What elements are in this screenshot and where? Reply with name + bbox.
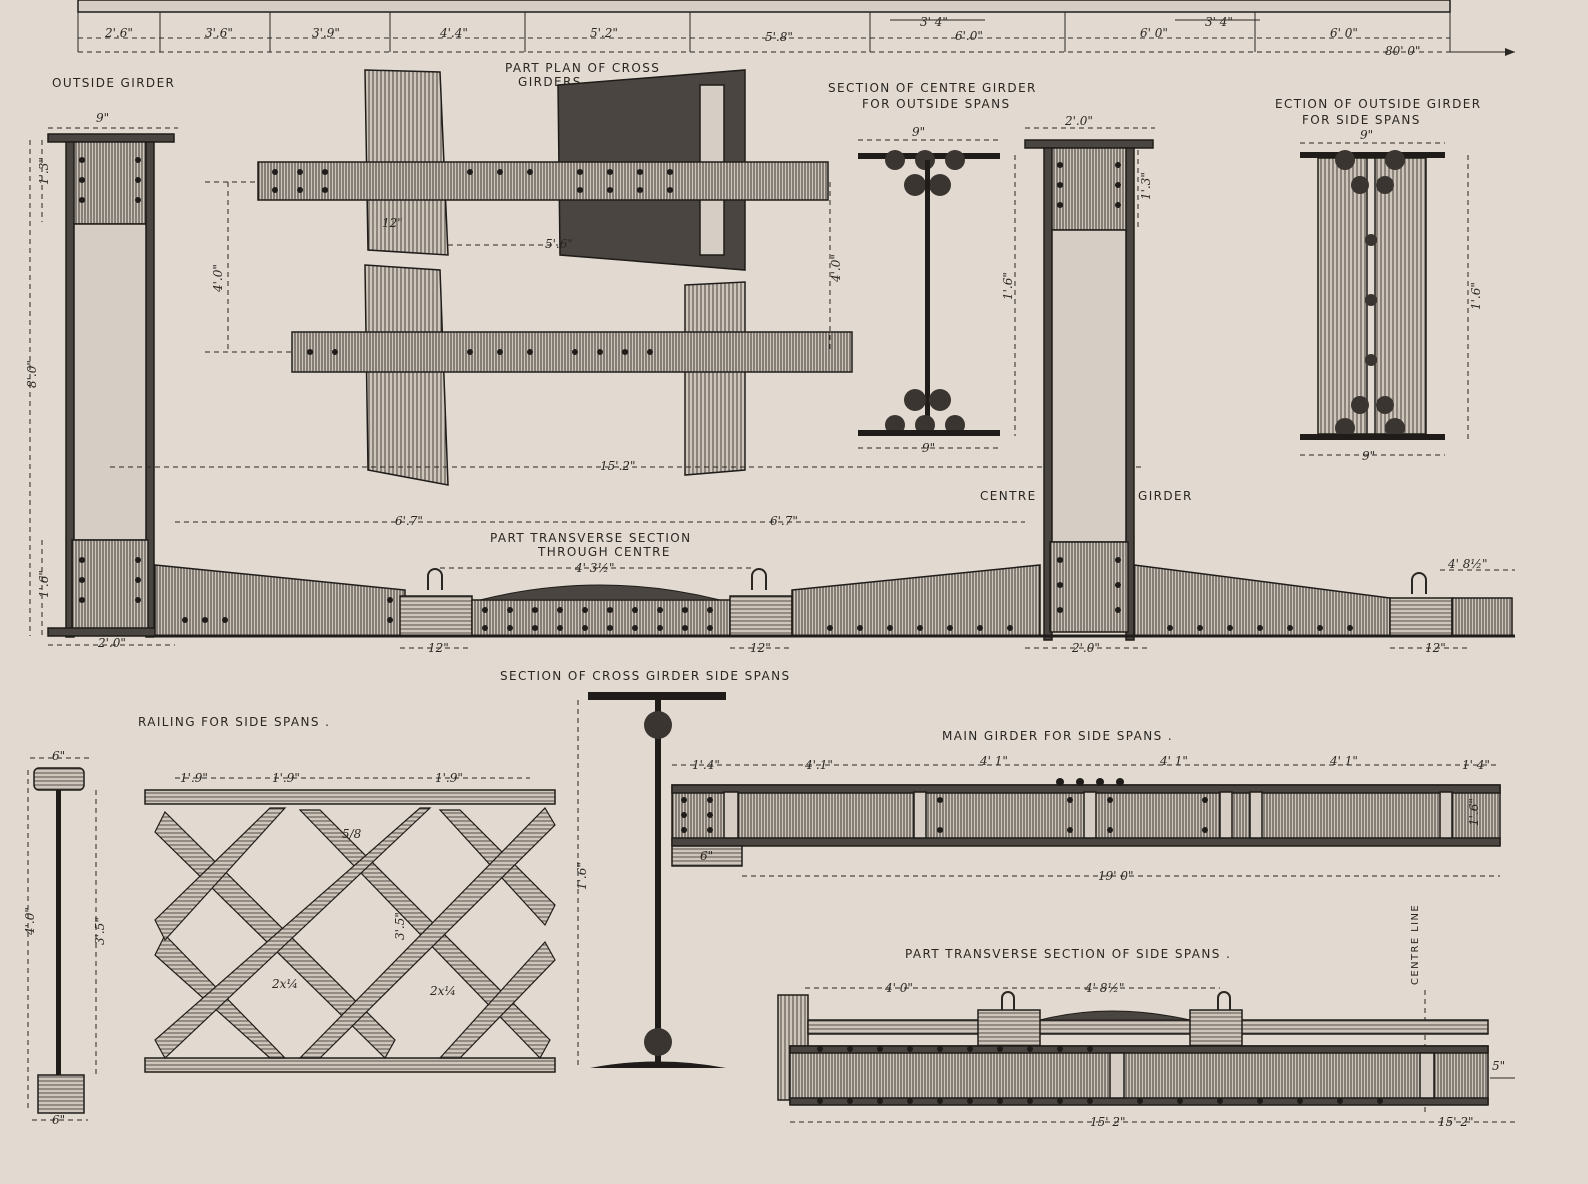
label-transverse-side: PART TRANSVERSE SECTION OF SIDE SPANS .: [905, 947, 1231, 961]
dim-top-4-4: 4'.4": [439, 26, 468, 40]
label-cross-girder-side: SECTION OF CROSS GIRDER SIDE SPANS: [500, 669, 791, 683]
dim-rl-3-5b: 3'.5": [393, 912, 407, 940]
dim-sv-5: 5": [1492, 1059, 1505, 1073]
dim-mg-6: 6": [700, 849, 713, 863]
dim-ts-6-7b: 6'.7": [770, 514, 798, 528]
dim-top-3-4b: 3' 4": [1205, 15, 1233, 29]
part-transverse-section-side: PART TRANSVERSE SECTION OF SIDE SPANS . …: [777, 904, 1515, 1129]
dim-pp-12: 12": [382, 216, 403, 230]
dim-mg-4-1b: 4' 1": [979, 754, 1008, 768]
dim-og-1-3: 1'.3": [37, 157, 51, 185]
dim-mg-19-0: 19' 0": [1098, 869, 1134, 883]
dim-mg-1-4b: 1' 4": [1462, 758, 1490, 772]
dim-rl-1-9b: 1'.9": [272, 771, 300, 785]
dim-cc-1-3: 1'.3": [1139, 172, 1153, 200]
dim-mg-4-1a: 4'.1": [804, 758, 833, 772]
label-outside-girder: OUTSIDE GIRDER: [52, 76, 175, 90]
section-centre-girder: SECTION OF CENTRE GIRDER FOR OUTSIDE SPA…: [828, 81, 1037, 455]
dim-og-9: 9": [96, 111, 109, 125]
label-part-plan-1: PART PLAN OF CROSS: [505, 61, 660, 75]
dim-os-9b: 9": [1362, 449, 1375, 463]
dim-pp-4-0a: 4'.0": [211, 264, 225, 293]
label-transverse-1: PART TRANSVERSE SECTION: [490, 531, 691, 545]
dim-ts-12a: 12": [428, 641, 449, 655]
dim-ts-4-8: 4' 8½": [1447, 557, 1488, 571]
dim-rl-6a: 6": [52, 749, 65, 763]
dim-sv-4-0: 4' 0": [884, 981, 913, 995]
dim-os-9a: 9": [1360, 128, 1373, 142]
dim-pp-4-0b: 4'.0": [829, 254, 843, 283]
section-outside-girder: ECTION OF OUTSIDE GIRDER FOR SIDE SPANS …: [1275, 97, 1483, 463]
dim-og-8-0: 8'.0": [25, 360, 39, 388]
dim-ts-4-3: 4' 3½": [574, 561, 615, 575]
main-girder-side-spans: MAIN GIRDER FOR SIDE SPANS . 1'.4" 4'.1"…: [671, 729, 1501, 883]
part-transverse-section-centre: 6'.7" 6'.7" PART TRANSVERSE SECTION THRO…: [154, 514, 1515, 655]
dim-cx-1-6: 1'.6": [575, 862, 589, 890]
dim-cg-9b: 9": [922, 441, 935, 455]
dim-os-1-6: 1'.6": [1469, 282, 1483, 310]
label-main-girder: MAIN GIRDER FOR SIDE SPANS .: [942, 729, 1173, 743]
dim-mg-1-4a: 1'.4": [692, 758, 720, 772]
dim-pp-15-2: 15'.2": [600, 459, 636, 473]
dim-ts-2-0: 2'.0": [1071, 641, 1100, 655]
dim-top-3-9: 3'.9": [312, 26, 340, 40]
dim-sv-15-2a: 15' 2": [1090, 1115, 1126, 1129]
dim-sv-15-2b: 15' 2": [1438, 1115, 1474, 1129]
dim-mg-1-6: 1'.6": [1467, 798, 1481, 826]
dim-top-6-0b: 6' 0": [1140, 26, 1168, 40]
dim-top-3-4a: 3' 4": [920, 15, 948, 29]
dim-top-2-6: 2'.6": [104, 26, 133, 40]
label-railing: RAILING FOR SIDE SPANS .: [138, 715, 330, 729]
part-plan-cross-girders: PART PLAN OF CROSS GIRDERS 4'.0" 4'.0" 1…: [110, 61, 1145, 486]
dim-cg-1-6: 1'.6": [1001, 272, 1015, 300]
dim-rl-5-8: 5/8: [342, 827, 362, 841]
dim-og-2-0: 2'.0": [97, 636, 126, 650]
dim-mg-4-1c: 4' 1": [1159, 754, 1188, 768]
top-elevation-dimensions: 2'.6" 3'.6" 3'.9" 4'.4" 5'.2" 5'.8" 3' 4…: [77, 0, 1515, 58]
dim-rl-2x1-4a: 2x¼: [271, 977, 298, 991]
dim-cg-9a: 9": [912, 125, 925, 139]
label-girder: GIRDER: [1138, 489, 1193, 503]
section-cross-girder-side: SECTION OF CROSS GIRDER SIDE SPANS 1'.6": [500, 669, 791, 1068]
dim-rl-2x1-4b: 2x¼: [429, 984, 456, 998]
dim-top-3-6: 3'.6": [205, 26, 233, 40]
label-transverse-2: THROUGH CENTRE: [537, 545, 671, 559]
dim-mg-4-1d: 4' 1": [1329, 754, 1358, 768]
label-centre-girder-section-2: FOR OUTSIDE SPANS: [862, 97, 1011, 111]
dim-og-1-6: 1'.6": [37, 570, 51, 598]
label-centre-girder-section-1: SECTION OF CENTRE GIRDER: [828, 81, 1037, 95]
dim-ts-12b: 12": [750, 641, 771, 655]
dim-sv-4-8: 4' 8½": [1084, 981, 1125, 995]
dim-rl-1-9a: 1'.9": [180, 771, 208, 785]
dim-top-5-8: 5'.8": [765, 30, 793, 44]
dim-ts-6-7a: 6'.7": [395, 514, 423, 528]
outside-girder-view: OUTSIDE GIRDER 9" 1'.3" 8'.0" 1'.6" 2'.0…: [25, 76, 178, 650]
dim-ts-12c: 12": [1425, 641, 1446, 655]
dim-rl-3-5: 3'.5": [93, 917, 107, 945]
dim-cc-2-0: 2'.0": [1064, 114, 1093, 128]
label-centre: CENTRE: [980, 489, 1037, 503]
dim-top-6-0a: 6'.0": [955, 29, 983, 43]
dim-top-5-2: 5'.2": [590, 26, 618, 40]
dim-rl-6b: 6": [52, 1113, 65, 1127]
dim-rl-1-9c: 1'.9": [435, 771, 463, 785]
dim-pp-5-6: 5'.6": [545, 237, 573, 251]
label-outside-girder-section-2: FOR SIDE SPANS: [1302, 113, 1421, 127]
dim-top-6-0c: 6' 0": [1330, 26, 1358, 40]
dim-top-80: 80' 0": [1385, 44, 1421, 58]
label-centre-line: CENTRE LINE: [1410, 904, 1421, 985]
railing-side-spans: RAILING FOR SIDE SPANS . 6" 4'.0" 3'.5" …: [23, 715, 556, 1127]
centre-girder-view: 2'.0" 1'.3" CENTRE GIRDER: [980, 114, 1193, 641]
label-outside-girder-section-1: ECTION OF OUTSIDE GIRDER: [1275, 97, 1482, 111]
dim-rl-4-0: 4'.0": [23, 907, 37, 936]
